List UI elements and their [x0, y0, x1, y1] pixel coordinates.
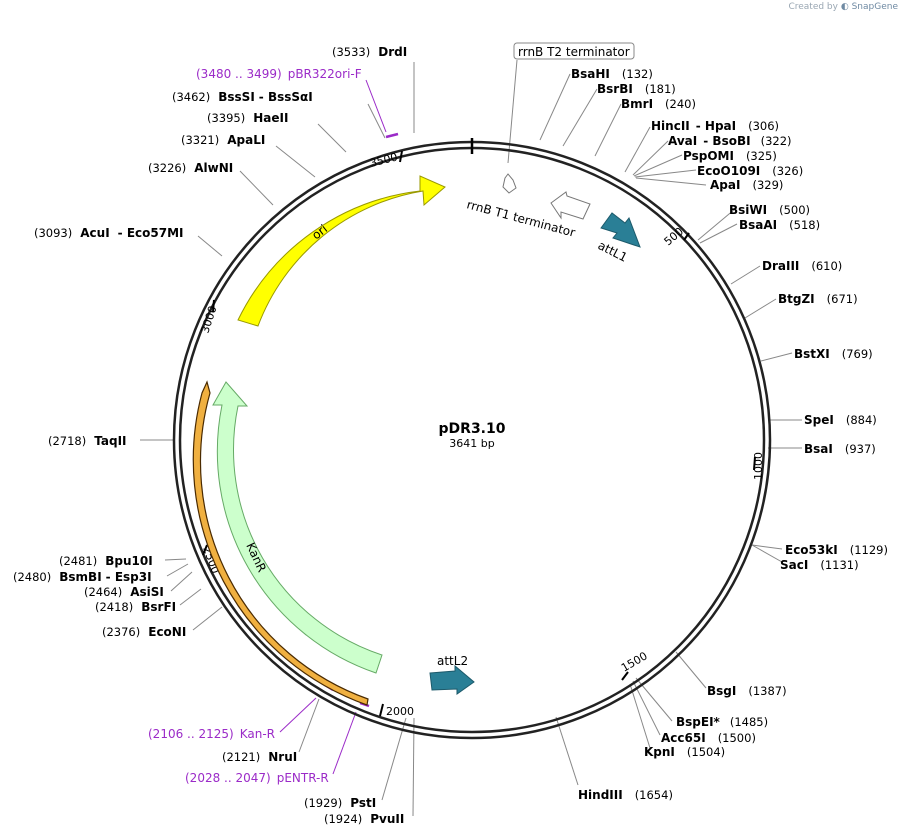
site-bsrfi[interactable]: (2418)BsrFI: [95, 600, 176, 614]
snapgene-logo-icon: ◐: [840, 2, 849, 12]
plasmid-name: pDR3.10: [439, 421, 506, 437]
site-kpni[interactable]: KpnI(1504): [644, 745, 725, 759]
site-bsai[interactable]: BsaI(937): [804, 442, 876, 456]
site-bsssi[interactable]: (3462)BssSI- BssSαI: [172, 90, 313, 104]
site-econi[interactable]: (2376)EcoNI: [102, 625, 186, 639]
tick-label-1500: 1500: [619, 649, 650, 674]
attl1-feature[interactable]: [600, 212, 641, 248]
attl2-label: attL2: [437, 654, 468, 668]
site-bsahi[interactable]: BsaHI(132): [571, 67, 653, 81]
tick-marks: [202, 150, 756, 717]
site-bmri[interactable]: BmrI(240): [621, 97, 696, 111]
kanr-orf-feature[interactable]: [192, 380, 369, 706]
watermark-brand: SnapGene: [851, 2, 898, 12]
primer-labels: (3480 .. 3499)pBR322ori-F (2106 .. 2125)…: [148, 67, 362, 785]
site-avai[interactable]: AvaI- BsoBI(322): [668, 134, 792, 148]
site-bspei[interactable]: BspEI*(1485): [676, 715, 768, 729]
primer-pbr322ori-f[interactable]: (3480 .. 3499)pBR322ori-F: [196, 67, 362, 81]
rrnb-t2-label-box: [513, 42, 635, 60]
site-apali[interactable]: (3321)ApaLI: [181, 133, 265, 147]
site-bsaai[interactable]: BsaAI(518): [739, 218, 820, 232]
snapgene-watermark: Created by ◐ SnapGene: [788, 2, 898, 12]
site-acc65i[interactable]: Acc65I(1500): [661, 731, 756, 745]
tick-label-2000: 2000: [386, 705, 414, 718]
site-draiii[interactable]: DraIII(610): [762, 259, 842, 273]
site-apai[interactable]: ApaI(329): [710, 178, 783, 192]
watermark-prefix: Created by: [788, 2, 838, 12]
site-bstxi[interactable]: BstXI(769): [794, 347, 873, 361]
site-nrui[interactable]: (2121)NruI: [222, 750, 297, 764]
tick-label-3000: 3000: [198, 304, 219, 335]
site-asisi[interactable]: (2464)AsiSI: [84, 585, 164, 599]
site-spei[interactable]: SpeI(884): [804, 413, 877, 427]
site-taqii[interactable]: (2718)TaqII: [48, 434, 127, 448]
site-bsgi[interactable]: BsgI(1387): [707, 684, 787, 698]
rrnb-t1-feature[interactable]: [550, 191, 591, 220]
primer-pentr-r[interactable]: (2028 .. 2047)pENTR-R: [185, 771, 329, 785]
rrnb-t2-label: rrnB T2 terminator: [518, 45, 630, 59]
tick-label-1000: 1000: [752, 452, 765, 480]
primer-leader-lines: [279, 79, 387, 775]
site-bsmbi[interactable]: (2480)BsmBI- Esp3I: [13, 570, 152, 584]
site-acui[interactable]: (3093)AcuI- Eco57MI: [34, 226, 184, 240]
ori-feature[interactable]: [237, 175, 446, 327]
site-leader-lines: [140, 59, 802, 817]
rrnb-t2-feature[interactable]: [502, 173, 517, 194]
kanr-feature[interactable]: [212, 381, 383, 674]
left-site-labels: (3533)DrdI (3462)BssSI- BssSαI (3395)Hae…: [13, 45, 407, 826]
site-bsiwi[interactable]: BsiWI(500): [729, 203, 810, 217]
site-ecoo109i[interactable]: EcoO109I(326): [697, 164, 803, 178]
site-bpu10i[interactable]: (2481)Bpu10I: [59, 554, 153, 568]
site-pvuii[interactable]: (1924)PvuII: [324, 812, 404, 826]
site-btgzi[interactable]: BtgZI(671): [778, 292, 858, 306]
site-pspomi[interactable]: PspOMI(325): [683, 149, 777, 163]
site-alwni[interactable]: (3226)AlwNI: [148, 161, 233, 175]
attl2-feature[interactable]: [429, 664, 475, 695]
site-saci[interactable]: SacI(1131): [780, 558, 859, 572]
tick-label-3500: 3500: [369, 151, 399, 170]
site-drdi[interactable]: (3533)DrdI: [332, 45, 407, 59]
site-hincii[interactable]: HincII- HpaI(306): [651, 119, 779, 133]
site-haeii[interactable]: (3395)HaeII: [207, 111, 288, 125]
site-psti[interactable]: (1929)PstI: [304, 796, 376, 810]
primer-kan-r[interactable]: (2106 .. 2125)Kan-R: [148, 727, 275, 741]
right-site-labels: HindIII(1654) KpnI(1504) Acc65I(1500) Bs…: [571, 67, 888, 802]
plasmid-length: 3641 bp: [449, 437, 494, 450]
site-eco53ki[interactable]: Eco53kI(1129): [785, 543, 888, 557]
site-hindiii[interactable]: HindIII(1654): [578, 788, 673, 802]
site-bsrbi[interactable]: BsrBI(181): [597, 82, 676, 96]
